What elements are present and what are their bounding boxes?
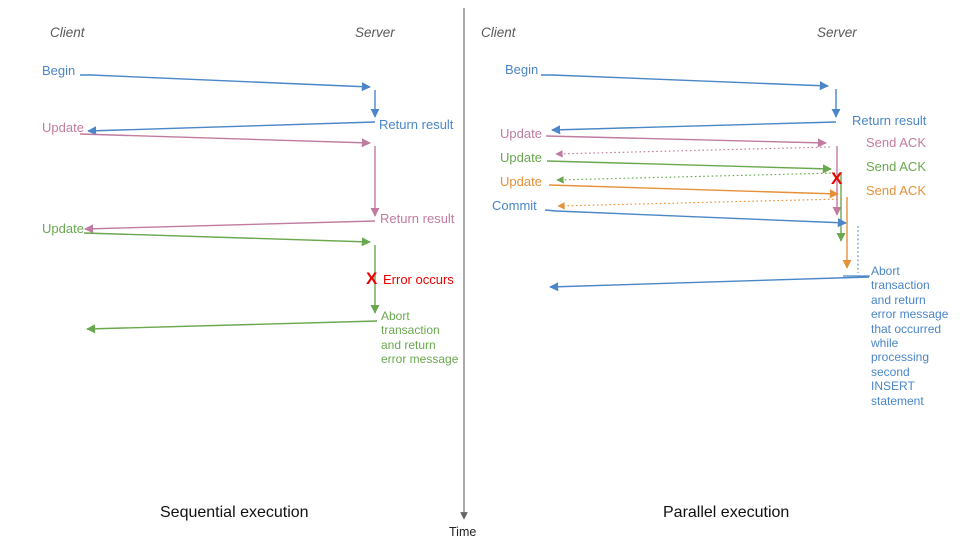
seq-server-header: Server <box>355 25 395 40</box>
seq-update1-request-arrow <box>79 133 371 148</box>
par-send-ack-3-label: Send ACK <box>866 183 926 198</box>
par-commit-request-arrow <box>544 209 847 228</box>
parallel-execution-caption: Parallel execution <box>663 504 790 521</box>
par-ack3-return-dotted <box>557 198 843 210</box>
par-send-ack-1-label: Send ACK <box>866 135 926 150</box>
par-abort-return-arrow <box>549 276 870 292</box>
par-return-result-arrow <box>551 121 837 135</box>
par-client-header: Client <box>481 25 516 40</box>
seq-return-result-1-label: Return result <box>379 117 454 132</box>
par-abort-note: Abort transaction and return error messa… <box>871 264 949 408</box>
seq-begin-request-arrow <box>80 74 371 92</box>
time-axis-label: Time <box>449 525 477 539</box>
par-begin-request-arrow <box>541 74 829 91</box>
seq-return-result-2-label: Return result <box>380 211 455 226</box>
par-server-header: Server <box>817 25 857 40</box>
par-return-result-label: Return result <box>852 113 927 128</box>
seq-return-result-1-arrow <box>87 121 376 136</box>
seq-error-label: Error occurs <box>383 272 454 287</box>
sequential-execution-caption: Sequential execution <box>160 504 309 521</box>
seq-abort-note: Abort transaction and return error messa… <box>381 309 459 367</box>
par-error-x-icon: X <box>831 169 843 188</box>
par-ack2-return-dotted <box>556 172 836 184</box>
par-update3-request-arrow <box>548 184 839 199</box>
seq-client-header: Client <box>50 25 85 40</box>
seq-update-2-label: Update <box>42 221 84 236</box>
seq-update2-request-arrow <box>83 232 371 247</box>
par-begin-label: Begin <box>505 62 539 77</box>
sequential-arrows <box>79 74 380 334</box>
seq-return-result-2-arrow <box>84 220 376 234</box>
seq-begin-label: Begin <box>42 63 76 78</box>
par-update2-request-arrow <box>546 160 832 174</box>
par-update-2-label: Update <box>500 150 542 165</box>
par-update1-request-arrow <box>545 135 827 148</box>
par-send-ack-2-label: Send ACK <box>866 159 926 174</box>
seq-abort-return-arrow <box>86 320 378 334</box>
seq-error-x-icon: X <box>366 269 378 288</box>
par-update-3-label: Update <box>500 174 542 189</box>
par-commit-label: Commit <box>492 198 537 213</box>
parallel-arrows <box>541 74 870 292</box>
par-update-1-label: Update <box>500 126 542 141</box>
par-ack1-return-dotted <box>555 146 831 158</box>
seq-update-1-label: Update <box>42 120 84 135</box>
